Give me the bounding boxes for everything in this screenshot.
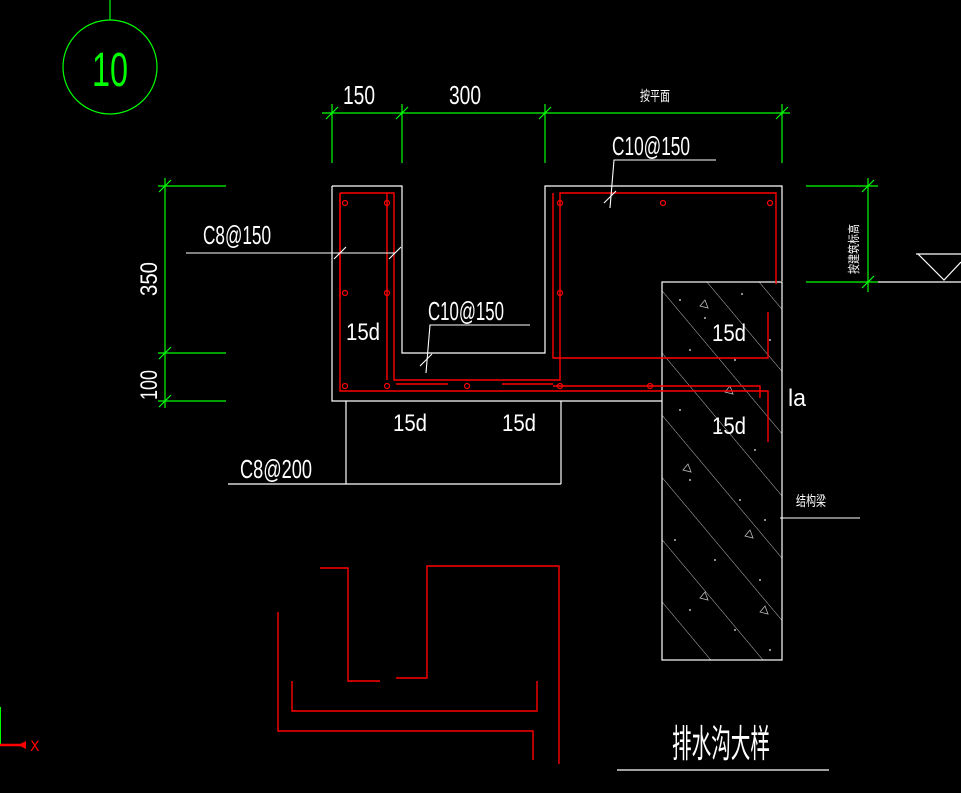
label-c10-150-mid: C10@150: [428, 296, 504, 326]
rebar-cage: [339, 192, 777, 442]
dim-left-350: 350: [136, 262, 163, 296]
axis-x-label: X: [30, 739, 40, 755]
trench-outline: [331, 185, 783, 402]
elevation-note: 按建筑标高: [846, 224, 861, 274]
label-15d-bottom-mid: 15d: [502, 410, 536, 437]
left-dimension-line: [158, 178, 226, 408]
leader-lines: [186, 159, 860, 519]
dim-top-150: 150: [343, 80, 375, 110]
detail-number: 10: [92, 44, 128, 97]
rebar-dots: [341, 199, 774, 390]
dim-top-300: 300: [449, 80, 481, 110]
label-15d-beam-upper: 15d: [712, 320, 746, 347]
drawing-title: 排水沟大样: [672, 722, 770, 766]
dim-top-per-plan: 按平面: [640, 89, 670, 105]
detail-callout: 10: [62, 0, 158, 115]
label-c8-150: C8@150: [203, 220, 271, 250]
rebar-shape-sketch: [277, 565, 560, 764]
label-structural-beam: 结构梁: [796, 494, 826, 510]
ucs-axis-icon: X: [0, 707, 40, 755]
cushion-outline: [228, 401, 562, 485]
top-dimension-line: [322, 104, 790, 163]
label-la: la: [788, 385, 807, 412]
label-15d-bottom-left: 15d: [393, 410, 427, 437]
structural-beam: [661, 281, 783, 661]
dim-left-100: 100: [136, 370, 163, 400]
label-15d-beam-lower: 15d: [712, 413, 746, 440]
label-15d-left-wall: 15d: [346, 319, 380, 346]
right-elevation-dimension: [806, 178, 878, 292]
label-c8-200: C8@200: [240, 454, 312, 484]
ground-level-marker: [878, 253, 961, 283]
label-c10-150-top: C10@150: [612, 131, 690, 161]
